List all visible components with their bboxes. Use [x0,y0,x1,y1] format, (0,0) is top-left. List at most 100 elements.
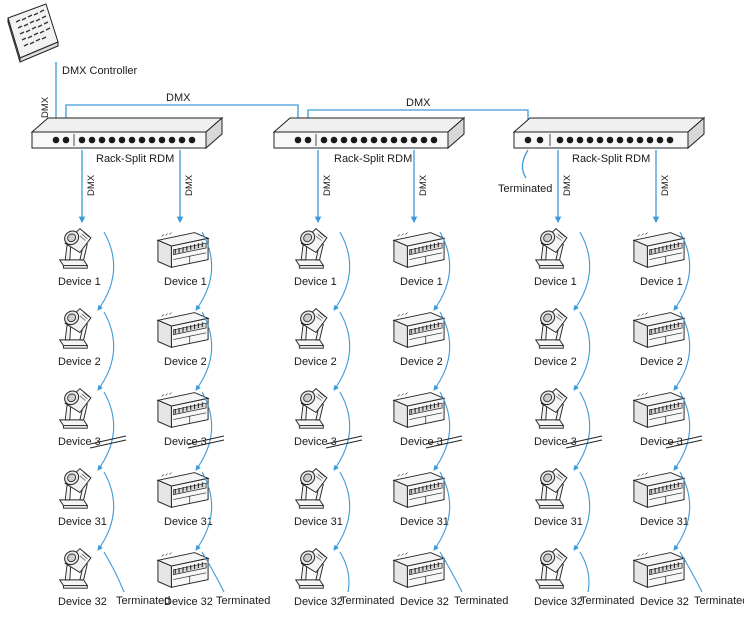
moving-head-fixture-icon [59,227,92,269]
device-label: Device 31 [534,516,583,528]
device-4-5: Device 32 [393,552,449,608]
moving-head-fixture-icon [59,387,92,429]
device-2-4: Device 31 [157,472,213,528]
rack-splitter-icon [30,116,224,150]
device-label: Device 31 [58,516,107,528]
terminator-cable [579,551,590,593]
device-label: Device 1 [58,276,101,288]
chain-break-mark [325,439,363,449]
device-1-5: Device 32 [58,547,107,608]
dmx-chain-arc [195,471,213,551]
device-3-1: Device 1 [294,227,337,288]
dmx-chain-arc [673,231,691,311]
device-4-4: Device 31 [393,472,449,528]
splitter-1-label: Rack-Split RDM [96,153,174,165]
device-5-2: Device 2 [534,307,577,368]
device-label: Device 2 [164,356,207,368]
splitter-1: Rack-Split RDM DMX DMX [30,116,224,224]
terminator-cable [679,551,703,593]
device-label: Device 31 [294,516,343,528]
splitter-1-out-1-label: DMX [86,174,97,196]
device-label: Device 3 [58,436,101,448]
dimmer-pack-icon [633,552,685,588]
device-chain-4: Device 1 Device 2 Device 3 Device 31 Device … [393,231,508,608]
chain-break-mark [187,439,225,449]
device-6-2: Device 2 [633,312,685,368]
dimmer-pack-icon [393,312,445,348]
device-4-3: Device 3 [393,392,445,448]
dimmer-pack-icon [633,472,685,508]
chain-break-mark [565,435,603,445]
device-4-2: Device 2 [393,312,445,368]
dmx-chain-arc [333,231,351,311]
device-label: Device 32 [640,596,689,608]
device-6-5: Device 32 [633,552,689,608]
dmx-chain-arc [333,311,351,391]
device-1-4: Device 31 [58,467,107,528]
dmx-chain-arc [433,391,451,471]
device-label: Device 2 [640,356,683,368]
device-label: Device 3 [400,436,443,448]
terminator-cable [103,551,125,593]
device-label: Device 32 [294,596,343,608]
device-2-5: Device 32 [157,552,213,608]
chain-terminated-label: Terminated [694,595,744,607]
dmx-link-2-label: DMX [406,97,431,109]
device-6-1: Device 1 [633,232,685,288]
device-3-5: Device 32 [294,547,343,608]
device-2-1: Device 1 [157,232,209,288]
device-label: Device 2 [294,356,337,368]
controller-cable-label: DMX [40,96,51,118]
dmx-chain-arc [433,311,451,391]
device-2-3: Device 3 [157,392,209,448]
device-chain-5: Device 1 Device 2 Device 3 Device 31 Device … [534,227,634,608]
device-label: Device 3 [534,436,577,448]
chain-terminated-label: Terminated [216,595,270,607]
dimmer-pack-icon [157,472,209,508]
device-label: Device 1 [534,276,577,288]
rack-splitter-icon [512,116,706,150]
device-label: Device 3 [294,436,337,448]
moving-head-fixture-icon [295,547,328,589]
device-label: Device 1 [640,276,683,288]
moving-head-fixture-icon [535,227,568,269]
dimmer-pack-icon [393,232,445,268]
dmx-chain-arc [333,391,351,471]
dmx-controller: DMX Controller [7,3,138,77]
dmx-chain-arc [573,391,591,471]
chain-break-mark [89,439,127,449]
moving-head-fixture-icon [535,467,568,509]
device-label: Device 31 [164,516,213,528]
chain-terminated-label: Terminated [454,595,508,607]
dmx-chain-arc [673,471,691,551]
dmx-chain-arc [97,231,115,311]
device-label: Device 32 [400,596,449,608]
moving-head-fixture-icon [295,227,328,269]
terminator-cable [339,551,350,593]
device-3-4: Device 31 [294,467,343,528]
device-label: Device 1 [294,276,337,288]
device-1-3: Device 3 [58,387,101,448]
dimmer-pack-icon [393,392,445,428]
moving-head-fixture-icon [295,307,328,349]
dmx-chain-arc [195,391,213,471]
device-label: Device 1 [164,276,207,288]
terminator-cable [201,551,225,593]
dmx-chain-arc [195,311,213,391]
device-label: Device 32 [534,596,583,608]
splitter-3: Rack-Split RDM Terminated DMX DMX [498,116,706,224]
device-label: Device 3 [640,436,683,448]
dmx-chain-arc [433,231,451,311]
dmx-controller-console-icon [7,3,59,63]
dimmer-pack-icon [157,392,209,428]
dmx-chain-arc [195,231,213,311]
device-chains: Device 1 Device 2 Device 3 Device 31 Device … [58,227,744,608]
device-4-1: Device 1 [393,232,445,288]
dmx-link-1-label: DMX [166,92,191,104]
dmx-chain-arc [673,311,691,391]
terminator-cable [439,551,463,593]
dmx-chain-arc [97,391,115,471]
device-5-5: Device 32 [534,547,583,608]
chain-break-mark [565,439,603,449]
